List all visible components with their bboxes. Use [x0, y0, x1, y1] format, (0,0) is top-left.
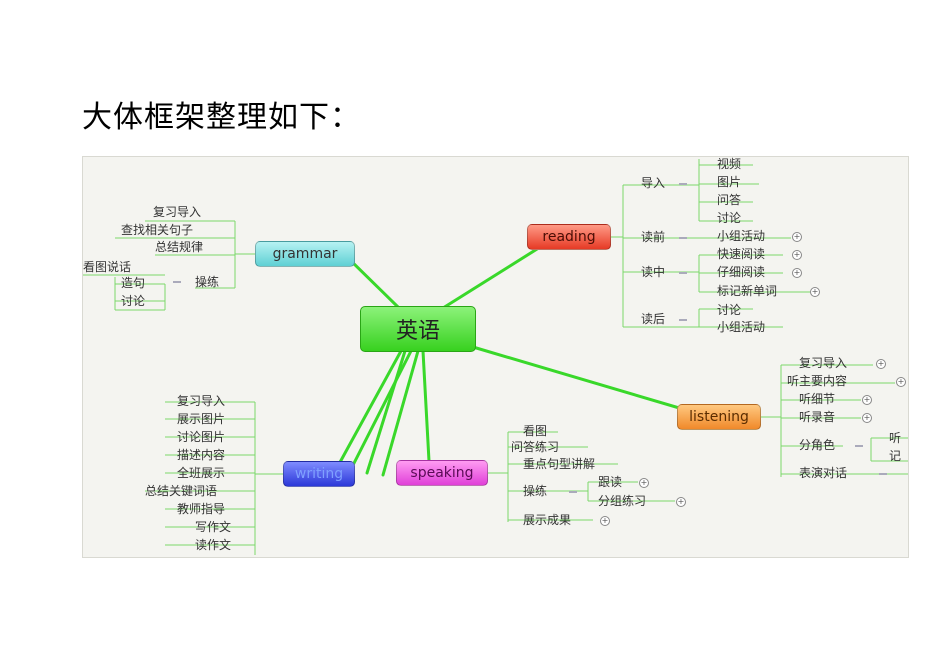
listening-item: 听细节	[799, 392, 836, 406]
expand-icon[interactable]: +	[792, 268, 802, 278]
expand-icon[interactable]: +	[676, 497, 686, 507]
collapse-icon[interactable]	[679, 237, 687, 239]
speaking-item: 展示成果	[523, 513, 572, 527]
reading-item: 视频	[717, 157, 742, 171]
grammar-practice-item: 造句	[121, 276, 146, 290]
branch-reading[interactable]: reading	[527, 224, 611, 250]
listening-item: 听主要内容	[787, 374, 848, 388]
grammar-practice-item: 看图说话	[83, 260, 132, 274]
writing-item: 读作文	[195, 538, 232, 552]
expand-icon[interactable]: +	[810, 287, 820, 297]
mind-map: 英语 grammar reading listening writing spe…	[82, 156, 909, 558]
reading-item: 小组活动	[717, 229, 766, 243]
writing-item: 复习导入	[177, 394, 226, 408]
grammar-practice-item: 讨论	[121, 294, 146, 308]
listening-item: 表演对话	[799, 466, 848, 480]
reading-item: 讨论	[717, 211, 742, 225]
reading-item: 图片	[717, 175, 742, 189]
central-topic[interactable]: 英语	[360, 306, 476, 352]
reading-group: 读中	[641, 265, 666, 279]
grammar-practice: 操练	[195, 275, 220, 289]
collapse-icon[interactable]	[679, 272, 687, 274]
reading-item: 讨论	[717, 303, 742, 317]
speaking-practice: 操练	[523, 484, 548, 498]
expand-icon[interactable]: +	[896, 377, 906, 387]
collapse-icon[interactable]	[879, 473, 887, 475]
writing-item: 教师指导	[177, 502, 226, 516]
speaking-item: 重点句型讲解	[523, 457, 596, 471]
writing-item: 展示图片	[177, 412, 226, 426]
expand-icon[interactable]: +	[862, 413, 872, 423]
branch-writing[interactable]: writing	[283, 461, 355, 487]
listening-role-item: 记	[889, 449, 902, 463]
reading-group: 读后	[641, 312, 666, 326]
expand-icon[interactable]: +	[639, 478, 649, 488]
collapse-icon[interactable]	[173, 281, 181, 283]
speaking-practice-item: 分组练习	[598, 494, 647, 508]
writing-item: 讨论图片	[177, 430, 226, 444]
listening-role: 分角色	[799, 438, 836, 452]
writing-item: 写作文	[195, 520, 232, 534]
reading-item: 仔细阅读	[717, 265, 766, 279]
expand-icon[interactable]: +	[876, 359, 886, 369]
branch-listening[interactable]: listening	[677, 404, 761, 430]
speaking-practice-item: 跟读	[598, 475, 623, 489]
branch-grammar[interactable]: grammar	[255, 241, 355, 267]
listening-item: 听录音	[799, 410, 836, 424]
page-heading: 大体框架整理如下：	[82, 100, 361, 135]
listening-role-item: 听	[889, 431, 902, 445]
expand-icon[interactable]: +	[792, 250, 802, 260]
grammar-item: 查找相关句子	[121, 223, 194, 237]
speaking-item: 看图	[523, 424, 548, 438]
connector-lines	[83, 159, 908, 555]
branch-speaking[interactable]: speaking	[396, 460, 488, 486]
writing-item: 描述内容	[177, 448, 226, 462]
writing-item: 全班展示	[177, 466, 226, 480]
grammar-item: 复习导入	[153, 205, 202, 219]
reading-item: 小组活动	[717, 320, 766, 334]
expand-icon[interactable]: +	[862, 395, 872, 405]
reading-item: 标记新单词	[717, 284, 778, 298]
reading-item: 问答	[717, 193, 742, 207]
collapse-icon[interactable]	[855, 445, 863, 447]
listening-item: 复习导入	[799, 356, 848, 370]
collapse-icon[interactable]	[679, 319, 687, 321]
grammar-item: 总结规律	[155, 240, 204, 254]
expand-icon[interactable]: +	[600, 516, 610, 526]
collapse-icon[interactable]	[569, 491, 577, 493]
reading-group: 读前	[641, 230, 666, 244]
expand-icon[interactable]: +	[792, 232, 802, 242]
collapse-icon[interactable]	[679, 183, 687, 185]
reading-item: 快速阅读	[717, 247, 766, 261]
speaking-item: 问答练习	[511, 440, 560, 454]
writing-item: 总结关键词语	[145, 484, 218, 498]
reading-group: 导入	[641, 176, 666, 190]
